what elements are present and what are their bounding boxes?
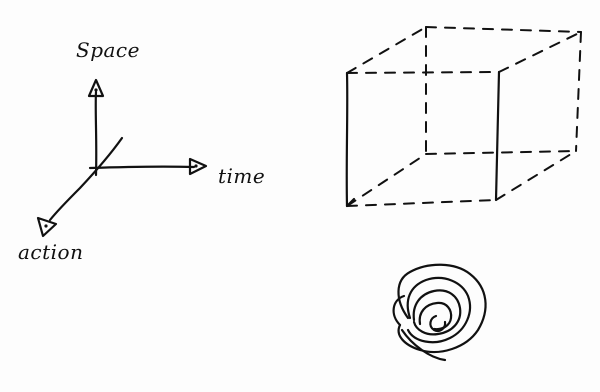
cube-front-right-edge xyxy=(496,72,499,200)
cube-front-left-edge xyxy=(347,73,348,206)
cube-diagram xyxy=(347,27,581,206)
action-arrow-dot xyxy=(44,224,47,227)
cube-front-bottom-edge xyxy=(347,200,496,206)
cube-bottom-left-connector xyxy=(347,154,426,206)
time-axis-label: time xyxy=(218,164,265,188)
cube-back-top-edge xyxy=(426,27,581,32)
cube-back-right-edge xyxy=(576,32,581,151)
action-axis xyxy=(50,138,122,220)
cube-front-top-edge xyxy=(347,72,499,73)
space-axis xyxy=(96,92,97,175)
ripple-diagram xyxy=(394,265,486,360)
cube-top-left-connector xyxy=(347,27,426,73)
time-arrow-dot xyxy=(194,164,197,167)
cube-bottom-right-connector xyxy=(496,151,576,200)
action-axis-label: action xyxy=(18,240,83,264)
space-axis-label: Space xyxy=(76,38,140,62)
axes-diagram xyxy=(38,80,206,236)
space-arrow-dot xyxy=(94,88,97,91)
cube-back-bottom-edge xyxy=(426,151,576,154)
cube-top-right-connector xyxy=(499,32,581,72)
time-axis xyxy=(90,167,194,168)
